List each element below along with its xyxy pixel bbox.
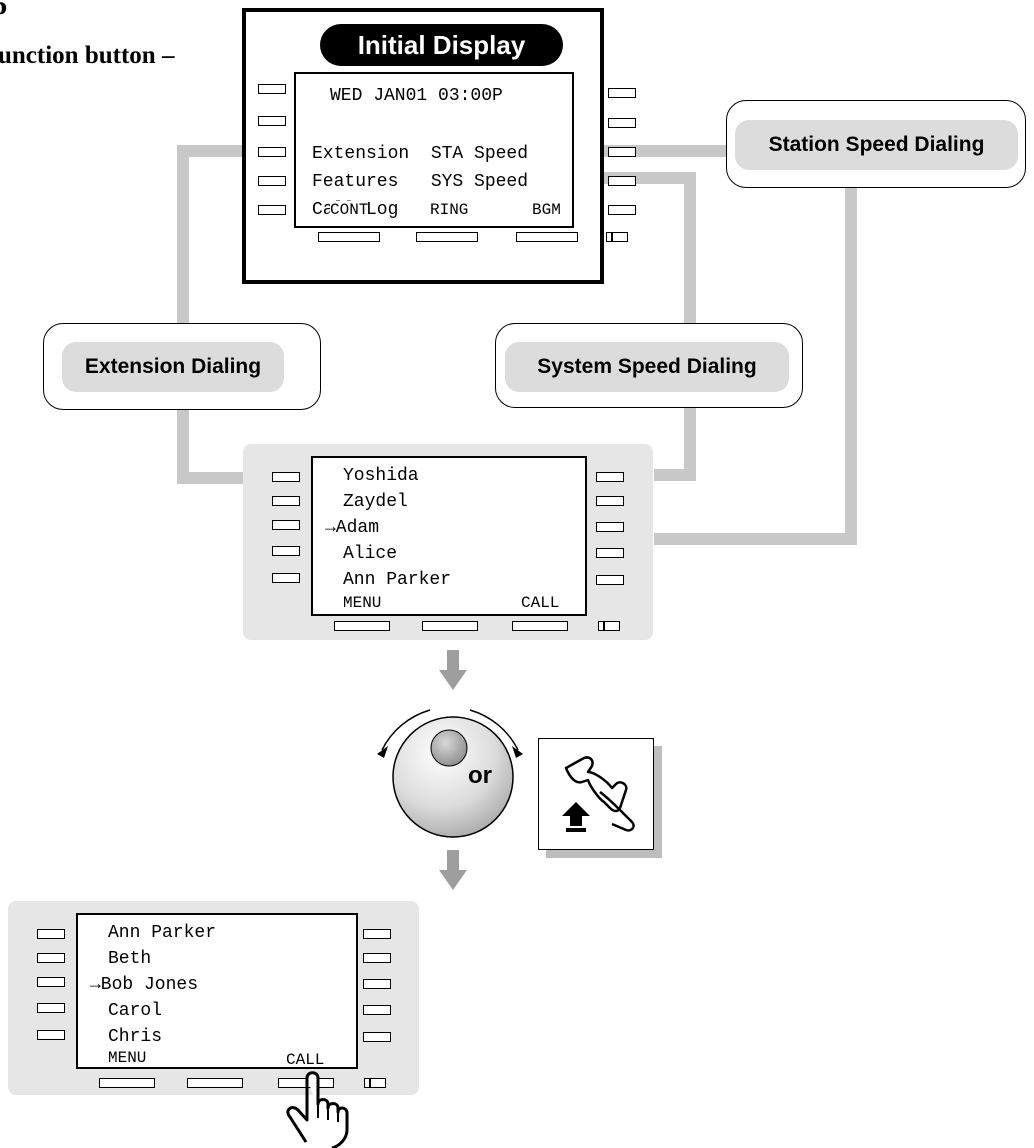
down-arrow-icon: [439, 850, 467, 890]
result-softkey-2[interactable]: [187, 1078, 243, 1088]
result-left-key-2[interactable]: [37, 953, 65, 963]
dir-right-key-2[interactable]: [596, 496, 624, 506]
dir-line-4: Alice: [343, 544, 398, 564]
init-softkey-1[interactable]: [318, 232, 380, 242]
dir-softkey-call-label: CALL: [521, 594, 560, 612]
down-arrow-icon: [439, 650, 467, 690]
lcd-line-features: Features SYS Speed: [312, 172, 529, 192]
directory-lcd: Yoshida Zaydel →Adam Alice Ann Parker ME…: [311, 456, 587, 616]
softkey-label-bgm: BGM: [532, 201, 561, 219]
dir-line-2: Zaydel: [343, 492, 408, 512]
dir-left-key-1[interactable]: [272, 472, 300, 482]
handset-off-hook-icon: [562, 756, 635, 832]
init-small-key[interactable]: [606, 232, 628, 242]
result-lcd: Ann Parker Beth →Bob Jones Carol Chris M…: [76, 913, 358, 1069]
result-line-1: Ann Parker: [108, 923, 217, 943]
jog-dial-icon[interactable]: [372, 702, 532, 842]
init-softkey-2[interactable]: [416, 232, 478, 242]
connector-station-to-dir: [654, 188, 857, 545]
init-right-key-4[interactable]: [608, 176, 636, 186]
result-softkey-menu-label: MENU: [108, 1049, 147, 1067]
initial-display-title: Initial Display: [320, 24, 563, 66]
lcd-line-date: WED JAN01 03:00P: [330, 86, 503, 106]
dir-line-3: →Adam: [325, 518, 380, 538]
result-right-key-4[interactable]: [363, 1005, 391, 1015]
softkey-label-cont: CONT: [330, 201, 369, 219]
init-softkey-3[interactable]: [516, 232, 578, 242]
dir-left-key-4[interactable]: [272, 546, 300, 556]
dir-line-1: Yoshida: [343, 466, 419, 486]
mode-label-system-speed: System Speed Dialing: [505, 342, 789, 392]
result-right-key-1[interactable]: [363, 929, 391, 939]
result-line-4: Carol: [108, 1001, 163, 1021]
result-right-key-3[interactable]: [363, 979, 391, 989]
dir-softkey-menu-label: MENU: [343, 594, 382, 612]
dir-softkey-3[interactable]: [512, 621, 568, 631]
result-line-5: Chris: [108, 1027, 163, 1047]
result-small-key[interactable]: [364, 1078, 386, 1088]
result-softkey-1[interactable]: [99, 1078, 155, 1088]
dir-right-key-5[interactable]: [596, 575, 624, 585]
init-left-key-1[interactable]: [258, 84, 286, 94]
result-left-key-4[interactable]: [37, 1003, 65, 1013]
result-right-key-2[interactable]: [363, 953, 391, 963]
softkey-label-ring: RING: [430, 201, 469, 219]
mode-label-station-speed: Station Speed Dialing: [735, 120, 1018, 170]
result-left-key-1[interactable]: [37, 929, 65, 939]
connector-extension-to-dir: [177, 410, 245, 484]
section-title: unction button –: [0, 42, 175, 69]
dir-small-key[interactable]: [598, 621, 620, 631]
init-left-key-4[interactable]: [258, 176, 286, 186]
dir-softkey-1[interactable]: [334, 621, 390, 631]
pressing-finger-icon: [286, 1071, 349, 1148]
dir-right-key-4[interactable]: [596, 548, 624, 558]
init-right-key-3[interactable]: [608, 147, 636, 157]
dir-right-key-3[interactable]: [596, 522, 624, 532]
dir-left-key-5[interactable]: [272, 573, 300, 583]
result-line-3: →Bob Jones: [90, 975, 199, 995]
dir-softkey-2[interactable]: [422, 621, 478, 631]
result-left-key-5[interactable]: [37, 1030, 65, 1040]
result-line-2: Beth: [108, 949, 152, 969]
dir-left-key-3[interactable]: [272, 520, 300, 530]
dir-line-5: Ann Parker: [343, 570, 452, 590]
dir-right-key-1[interactable]: [596, 472, 624, 482]
result-right-key-5[interactable]: [363, 1032, 391, 1042]
dir-left-key-2[interactable]: [272, 496, 300, 506]
result-softkey-call-label: CALL: [286, 1051, 325, 1069]
or-label: or: [468, 762, 492, 789]
lcd-line-extension: Extension STA Speed: [312, 144, 529, 164]
init-right-key-2[interactable]: [608, 118, 636, 128]
init-left-key-2[interactable]: [258, 116, 286, 126]
section-number: 6: [0, 0, 7, 22]
init-left-key-5[interactable]: [258, 205, 286, 215]
mode-label-extension: Extension Dialing: [62, 342, 284, 392]
connector-system-to-dir: [654, 408, 696, 481]
init-right-key-5[interactable]: [608, 205, 636, 215]
result-left-key-3[interactable]: [37, 977, 65, 987]
init-right-key-1[interactable]: [608, 88, 636, 98]
init-left-key-3[interactable]: [258, 147, 286, 157]
